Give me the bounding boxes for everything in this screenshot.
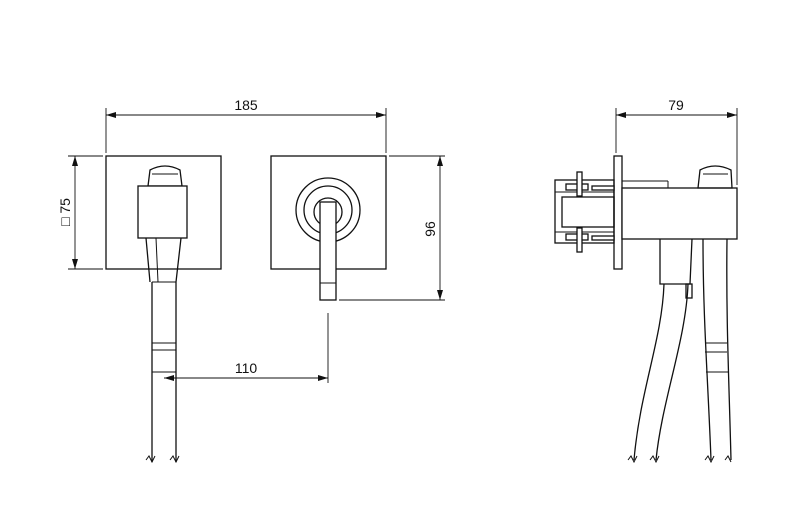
dimension-label-overall-width: 185 [234, 97, 258, 113]
dimension-height: 96 [339, 155, 445, 301]
mixer-front-view [270, 155, 387, 301]
side-neck [659, 238, 693, 285]
dimension-overall-width: 185 [105, 97, 387, 153]
side-hose-left [633, 283, 665, 461]
side-body [621, 187, 738, 240]
side-view [554, 155, 738, 464]
dimension-label-plate-size: □ 75 [57, 198, 73, 226]
spout-cap [147, 165, 183, 187]
dimension-spacing: 110 [164, 313, 329, 383]
side-bolts [565, 171, 615, 253]
mixer-lever [319, 201, 337, 301]
spout-wall-plate [105, 155, 222, 270]
side-flange [613, 155, 623, 270]
dimension-plate-size: □ 75 [57, 155, 103, 270]
spout-body [137, 185, 188, 239]
spout-front-view [105, 155, 222, 464]
hose-front [145, 281, 180, 464]
dimension-depth: 79 [615, 97, 738, 185]
dimension-label-spacing: 110 [235, 360, 258, 376]
spout-neck [145, 237, 182, 283]
side-wall-core [561, 196, 615, 228]
side-hose-right [702, 238, 712, 461]
side-cap [697, 165, 733, 189]
dimension-label-height: 96 [422, 221, 438, 237]
dimension-label-depth: 79 [668, 97, 684, 113]
